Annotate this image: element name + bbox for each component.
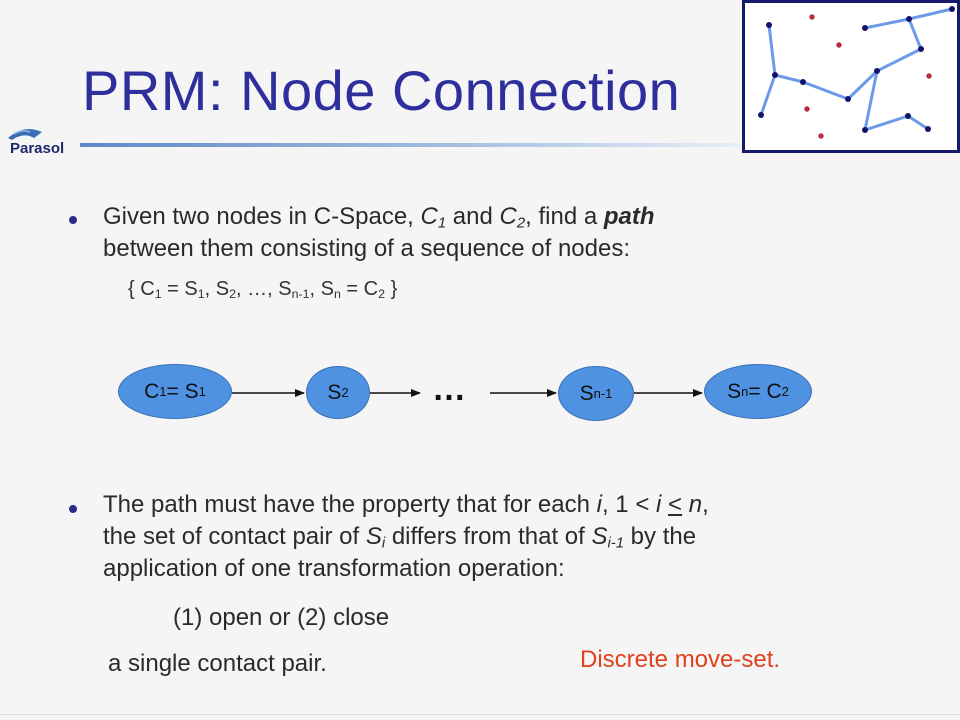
slide-title: PRM: Node Connection <box>82 59 681 122</box>
parasol-logo: Parasol <box>4 126 80 165</box>
node-sn-1: S n-1 <box>558 366 634 421</box>
bullet-2-line-3: application of one transformation operat… <box>103 555 565 582</box>
parasol-logo-svg: Parasol <box>8 129 64 157</box>
bullet-1-line-2: between them consisting of a sequence of… <box>103 235 631 262</box>
bullet-2-line-2: the set of contact pair of Si differs fr… <box>103 523 697 552</box>
node-sequence: { C1 = S1, S2, …, Sn-1, Sn = C2 } <box>128 278 398 302</box>
bullet-1-dot <box>69 216 77 224</box>
prm-graph-svg <box>758 6 955 139</box>
bullet-1-text: Given two nodes in C-Space, C1 and C2, f… <box>103 201 655 265</box>
umbrella-icon <box>8 129 42 140</box>
single-contact-pair-text: a single contact pair. <box>108 650 327 677</box>
bullet-2-dot <box>69 505 77 513</box>
bullet-2-text: The path must have the property that for… <box>103 489 709 585</box>
bullet-2-line-1: The path must have the property that for… <box>103 491 709 518</box>
footer-rule <box>0 714 960 715</box>
operations-text: (1) open or (2) close <box>173 604 390 631</box>
discrete-move-set-note: Discrete move-set. <box>580 646 781 673</box>
prm-graph-thumbnail <box>742 0 960 153</box>
logo-text: Parasol <box>10 140 64 157</box>
ellipsis: … <box>432 370 467 408</box>
bullet-1-line-1: Given two nodes in C-Space, C1 and C2, f… <box>103 203 655 232</box>
title-rule <box>80 143 740 147</box>
